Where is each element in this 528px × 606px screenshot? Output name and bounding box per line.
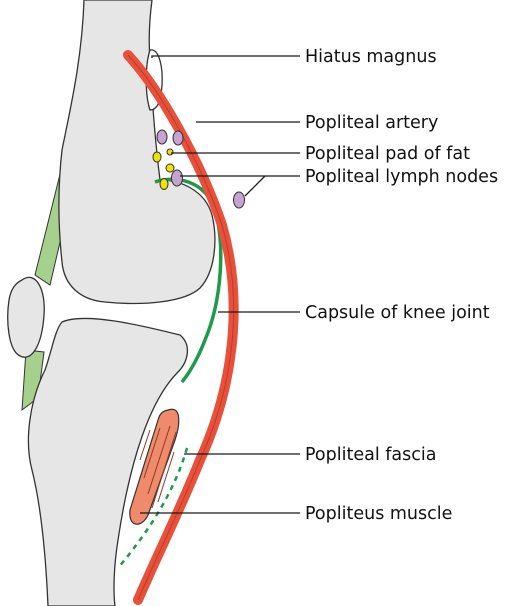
label-capsule-of-knee-joint: Capsule of knee joint bbox=[305, 303, 490, 323]
label-popliteus-muscle: Popliteus muscle bbox=[305, 504, 452, 524]
patella bbox=[8, 277, 44, 357]
label-hiatus-magnus: Hiatus magnus bbox=[305, 47, 437, 67]
label-popliteal-fascia: Popliteal fascia bbox=[305, 445, 436, 465]
leader-hiatus-magnus bbox=[152, 56, 300, 58]
label-popliteal-lymph-nodes: Popliteal lymph nodes bbox=[305, 167, 498, 187]
label-popliteal-pad-of-fat: Popliteal pad of fat bbox=[305, 144, 470, 164]
leader-lymph-nodes-b bbox=[245, 176, 265, 196]
label-popliteal-artery: Popliteal artery bbox=[305, 113, 438, 133]
